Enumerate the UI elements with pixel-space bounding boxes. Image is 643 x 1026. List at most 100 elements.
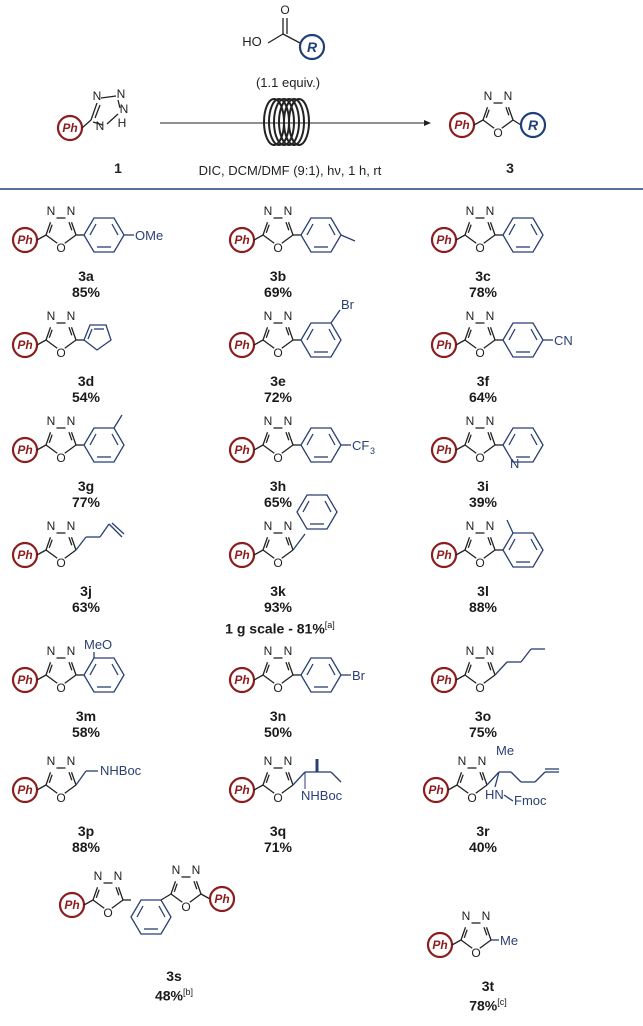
double-bond bbox=[467, 434, 472, 444]
bond bbox=[262, 327, 269, 341]
compound-id: 3d bbox=[77, 373, 95, 389]
bond bbox=[262, 784, 275, 794]
compound-yield: 71% bbox=[263, 839, 293, 855]
nitrogen-label: N bbox=[462, 909, 471, 923]
oxygen-label: O bbox=[103, 906, 112, 920]
methyl-label: Me bbox=[496, 743, 514, 758]
oxygen-label: O bbox=[475, 681, 484, 695]
oxadiazole-ring bbox=[460, 922, 492, 949]
bond bbox=[45, 772, 52, 786]
yield-footnote: [c] bbox=[497, 997, 507, 1007]
methyl-label: Me bbox=[500, 933, 518, 948]
nitrogen-label: N bbox=[117, 87, 126, 101]
compound-yield: 93% bbox=[263, 599, 293, 615]
double-bond bbox=[487, 536, 492, 546]
double-bond bbox=[48, 434, 53, 444]
bond bbox=[36, 549, 47, 556]
nitrogen-label: N bbox=[67, 204, 76, 218]
bond bbox=[75, 536, 87, 551]
trifluoromethyl-label: CF bbox=[352, 438, 369, 453]
boc-amine-label: NHBoc bbox=[301, 788, 343, 803]
nitrogen-label: N bbox=[486, 644, 495, 658]
bond bbox=[464, 222, 471, 236]
double-bond bbox=[68, 326, 73, 336]
bond bbox=[45, 662, 52, 676]
double-bond bbox=[87, 328, 93, 340]
bond bbox=[267, 33, 284, 44]
bond bbox=[92, 887, 99, 901]
bond bbox=[36, 674, 47, 681]
bond bbox=[113, 414, 123, 429]
bond bbox=[483, 674, 496, 684]
ph-group-label: Ph bbox=[436, 548, 451, 562]
double-bond bbox=[467, 664, 472, 674]
ph-group-label: Ph bbox=[17, 443, 32, 457]
bond bbox=[70, 662, 77, 676]
bond bbox=[455, 674, 466, 681]
ph-group-label: Ph bbox=[17, 783, 32, 797]
coil-loop bbox=[278, 98, 300, 146]
double-bond bbox=[328, 433, 336, 446]
nitrogen-label: N bbox=[264, 644, 273, 658]
bond bbox=[195, 881, 202, 895]
double-bond bbox=[306, 433, 314, 446]
nitrogen-label: N bbox=[466, 519, 475, 533]
bond bbox=[281, 339, 294, 349]
compound-id: 3l bbox=[477, 583, 489, 599]
benzene-ring bbox=[83, 427, 125, 463]
double-bond bbox=[302, 500, 310, 513]
double-bond bbox=[285, 431, 290, 441]
bond bbox=[200, 893, 211, 900]
bond bbox=[287, 662, 294, 676]
bond bbox=[460, 927, 467, 941]
light-coil-icon bbox=[263, 98, 310, 146]
oxadiazole-ring bbox=[262, 657, 294, 684]
compound-yield: 88% bbox=[71, 839, 101, 855]
double-bond bbox=[136, 905, 144, 918]
oxadiazole-ring bbox=[92, 882, 124, 909]
bond bbox=[70, 222, 77, 236]
bond bbox=[287, 432, 294, 446]
coil-loop bbox=[273, 98, 295, 146]
ph-group-label: Ph bbox=[432, 938, 447, 952]
compound-yield: 54% bbox=[71, 389, 101, 405]
bond bbox=[70, 432, 77, 446]
nitrogen-label: N bbox=[67, 754, 76, 768]
double-bond bbox=[508, 223, 516, 236]
bond bbox=[330, 771, 342, 783]
compound-yield: 64% bbox=[468, 389, 498, 405]
bond bbox=[456, 772, 463, 786]
nitrogen-label: N bbox=[478, 754, 487, 768]
starting-material-label: 1 bbox=[114, 160, 122, 176]
double-bond bbox=[285, 771, 290, 781]
oxygen-label: O bbox=[56, 681, 65, 695]
compound-yield: 48%[b] bbox=[154, 987, 194, 1004]
bond bbox=[464, 674, 477, 684]
bond bbox=[473, 119, 484, 126]
double-bond bbox=[328, 328, 336, 341]
nitrogen-label: N bbox=[120, 102, 129, 116]
bond bbox=[464, 432, 471, 446]
bond bbox=[482, 107, 489, 121]
bond bbox=[481, 772, 488, 786]
bond bbox=[45, 444, 58, 454]
double-bond bbox=[68, 771, 73, 781]
compound-id: 3p bbox=[77, 823, 95, 839]
double-bond bbox=[111, 223, 119, 236]
double-bond bbox=[68, 661, 73, 671]
bond bbox=[253, 784, 264, 791]
bond bbox=[507, 107, 514, 121]
bond bbox=[489, 537, 496, 551]
nitrogen-label: N bbox=[47, 204, 56, 218]
bond bbox=[340, 234, 356, 242]
ph-group-label: Ph bbox=[436, 338, 451, 352]
bond bbox=[75, 770, 87, 786]
compound-id: 3r bbox=[476, 823, 490, 839]
ph-group-label: Ph bbox=[234, 443, 249, 457]
compound-id: 3e bbox=[270, 373, 286, 389]
double-bond bbox=[479, 771, 484, 781]
